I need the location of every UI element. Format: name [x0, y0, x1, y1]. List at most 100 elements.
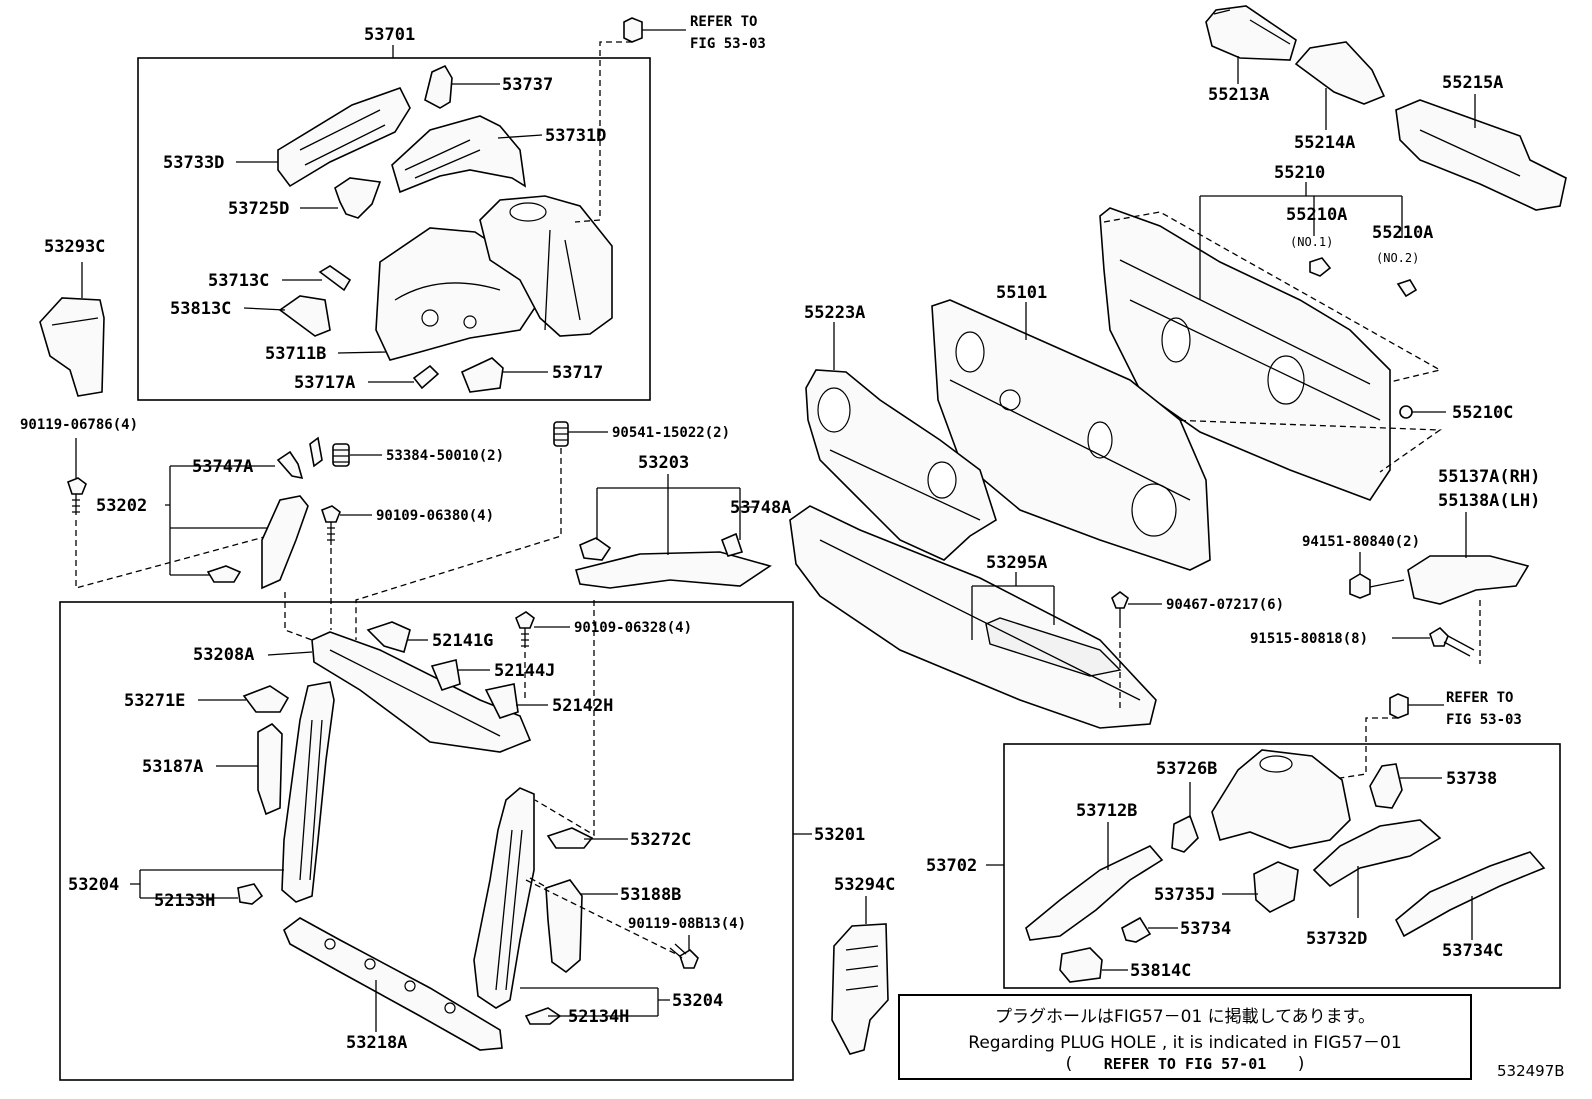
label-53272C: 53272C [630, 830, 691, 850]
nut-refer-fig-53-03-top [623, 17, 686, 43]
leader-53711B [337, 351, 387, 354]
label-refer-to-top: REFER TO [690, 14, 757, 30]
label-53384-50010: 53384-50010(2) [386, 448, 504, 464]
bracket-52144J [430, 659, 490, 691]
label-90541-15022: 90541-15022(2) [612, 425, 730, 441]
label-55213A: 55213A [1208, 85, 1269, 105]
clip-55210C [1399, 405, 1446, 419]
part-53271E [242, 685, 290, 713]
part-53272C [546, 827, 594, 849]
dash-90119-06786 [75, 520, 291, 589]
part-55210-insulator [1099, 207, 1391, 501]
label-55215A: 55215A [1442, 73, 1503, 93]
label-53208A: 53208A [193, 645, 254, 665]
plug-hole-note: プラグホールはFIG57－01 に掲載してあります。 Regarding PLU… [898, 994, 1472, 1080]
note-line-refer: ( REFER TO FIG 57-01 ) [900, 1054, 1470, 1074]
label-53702: 53702 [926, 856, 977, 876]
leader-53203 [596, 474, 758, 555]
label-53204-left: 53204 [68, 875, 119, 895]
part-53731D [391, 115, 527, 194]
group-frame-53701 [137, 57, 651, 401]
label-53725D: 53725D [228, 199, 289, 219]
label-55138A-lh: 55138A(LH) [1438, 491, 1540, 511]
part-53738 [1369, 763, 1403, 809]
part-53747A [276, 436, 323, 480]
nut-refer-fig-53-03-bottom [1389, 693, 1444, 719]
leader-53731D [497, 134, 543, 139]
dash-90119-08B13 [525, 879, 681, 957]
dash-53188B [529, 877, 549, 889]
bracket-52142H [484, 683, 548, 719]
part-53717A [412, 364, 440, 390]
note-line-japanese: プラグホールはFIG57－01 に掲載してあります。 [995, 1007, 1375, 1027]
label-55214A: 55214A [1294, 133, 1355, 153]
part-53813C [278, 295, 331, 337]
label-53713C: 53713C [208, 271, 269, 291]
part-53202-assy [206, 495, 309, 590]
label-52134H: 52134H [568, 1007, 629, 1027]
label-90109-06380: 90109-06380(4) [376, 508, 494, 524]
label-53293C: 53293C [44, 237, 105, 257]
label-94151-80840: 94151-80840(2) [1302, 534, 1420, 550]
group-frame-53201 [59, 601, 794, 1081]
clip-90467-07217 [1111, 591, 1162, 628]
part-53204-right [473, 787, 535, 1009]
label-53717A: 53717A [294, 373, 355, 393]
part-53713C [318, 265, 352, 292]
part-53204-left [281, 681, 335, 903]
label-90119-06786: 90119-06786(4) [20, 417, 138, 433]
label-53734C: 53734C [1442, 941, 1503, 961]
dash-53203-down [534, 600, 595, 837]
label-90119-08B13: 90119-08B13(4) [628, 916, 746, 932]
label-90467-07217: 90467-07217(6) [1166, 597, 1284, 613]
figure-id: 532497B [1497, 1062, 1565, 1080]
part-53384-50010 [332, 443, 382, 467]
leader-55210 [1199, 182, 1403, 300]
part-53732D [1312, 819, 1442, 888]
label-55210A-no2: 55210A [1372, 223, 1433, 243]
label-53737: 53737 [502, 75, 553, 95]
nut-94151-80840 [1349, 552, 1405, 599]
part-53294C [831, 923, 889, 1055]
label-53726B: 53726B [1156, 759, 1217, 779]
label-53747A: 53747A [192, 457, 253, 477]
label-53717: 53717 [552, 363, 603, 383]
note-paren-close: ) [1297, 1054, 1305, 1074]
label-53201: 53201 [814, 825, 865, 845]
part-53187A [257, 723, 283, 816]
label-53813C: 53813C [170, 299, 231, 319]
leader-53202 [165, 465, 275, 576]
bolt-91515-80818 [1392, 626, 1475, 657]
label-fig-53-03-top: FIG 53-03 [690, 36, 766, 52]
part-55101 [931, 299, 1211, 571]
label-55137A-rh: 55137A(RH) [1438, 467, 1540, 487]
bracket-52141G [366, 621, 428, 654]
part-53208A [311, 631, 532, 753]
part-55137A-55138A [1407, 555, 1530, 605]
part-53733D [277, 87, 411, 188]
label-90109-06328: 90109-06328(4) [574, 620, 692, 636]
part-52134H [524, 1007, 562, 1025]
clip-90541-15022 [553, 421, 608, 447]
note-paren-open: ( [1065, 1054, 1073, 1074]
dash-refer-bottom [1339, 717, 1398, 779]
part-strut-tower [479, 195, 613, 337]
part-53734C [1394, 851, 1546, 938]
clip-55210A-no1 [1309, 257, 1332, 277]
label-53294C: 53294C [834, 875, 895, 895]
part-55214A [1294, 41, 1386, 105]
label-53204-right: 53204 [672, 991, 723, 1011]
label-53733D: 53733D [163, 153, 224, 173]
leader-53813C [243, 307, 286, 311]
label-53218A: 53218A [346, 1033, 407, 1053]
label-53187A: 53187A [142, 757, 203, 777]
note-line-english: Regarding PLUG HOLE , it is indicated in… [968, 1033, 1402, 1053]
label-fig-53-03-bottom: FIG 53-03 [1446, 712, 1522, 728]
note-refer-fig-57-01: REFER TO FIG 57-01 [1103, 1055, 1267, 1073]
leader-53204-left [130, 869, 284, 899]
group-frame-53702 [1003, 743, 1561, 989]
label-52144J: 52144J [494, 661, 555, 681]
dash-53202 [284, 592, 313, 641]
label-53735J: 53735J [1154, 885, 1215, 905]
part-55215A [1395, 99, 1567, 211]
